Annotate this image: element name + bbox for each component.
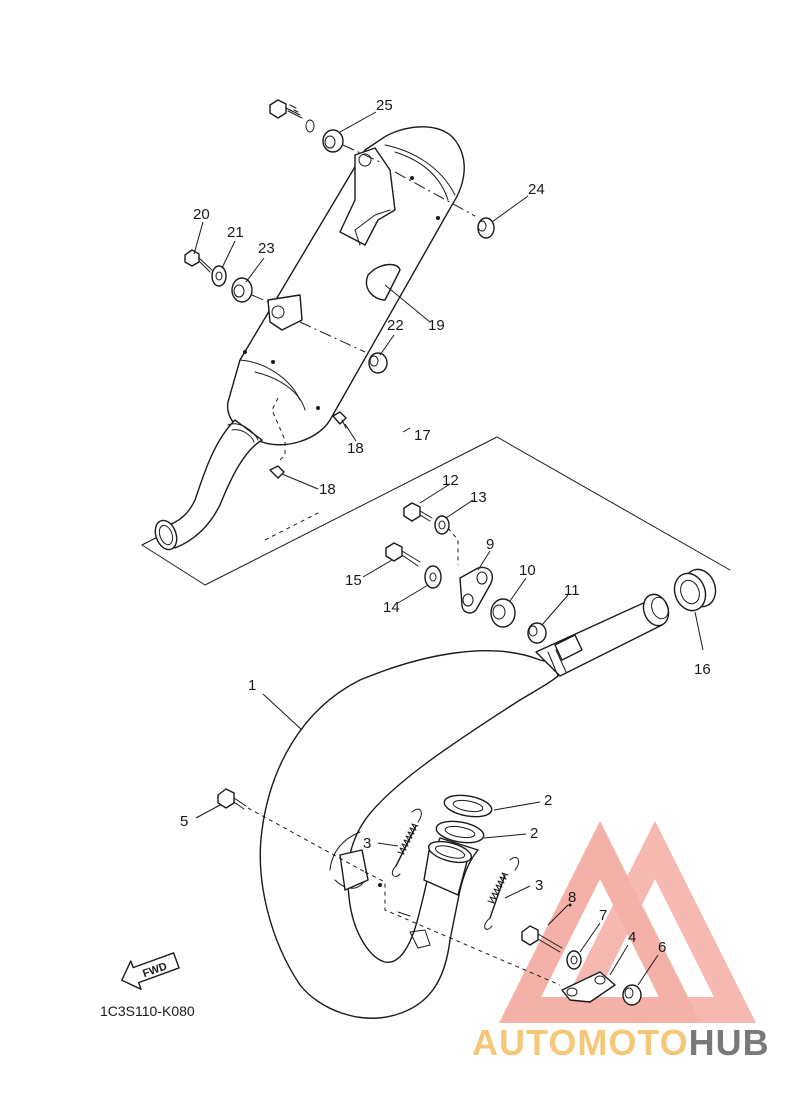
washer-7: [566, 950, 582, 970]
gasket-16: [673, 568, 717, 612]
callout-1: 1: [248, 677, 256, 694]
callout-21: 21: [227, 224, 244, 241]
leader-lines: [193, 111, 704, 986]
callout-20: 20: [193, 206, 210, 223]
callout-3b: 3: [535, 877, 543, 894]
spring-3a: [391, 808, 422, 877]
callout-5: 5: [180, 813, 188, 830]
callout-9: 9: [486, 536, 494, 553]
grommet-23: [231, 277, 253, 303]
collar-24: [477, 217, 495, 239]
callout-18b: 18: [319, 481, 336, 498]
callout-11: 11: [564, 582, 580, 599]
callout-7: 7: [599, 907, 607, 924]
spring-3b: [484, 857, 520, 930]
grommet-25: [322, 129, 344, 153]
bolt-15: [385, 542, 421, 567]
callout-2b: 2: [530, 825, 538, 842]
callout-18a: 18: [347, 440, 364, 457]
callout-24: 24: [528, 181, 545, 198]
washer-13: [434, 515, 450, 535]
washer-25: [305, 119, 315, 133]
callout-14: 14: [383, 599, 400, 616]
callout-4: 4: [628, 929, 636, 946]
callout-10: 10: [519, 562, 536, 579]
watermark-part2: HUB: [689, 1022, 770, 1063]
callout-2a: 2: [544, 792, 552, 809]
bolt-25: [269, 99, 303, 119]
grommet-10: [490, 598, 516, 628]
bracket-9: [459, 566, 494, 614]
screw-18a: [332, 411, 347, 429]
callout-labels: 1 2 2 3 3 4 5 6 7 8 9 10 11 12 13 14 15 …: [180, 97, 711, 956]
washer-21: [211, 265, 227, 287]
callout-12: 12: [442, 472, 459, 489]
bolt-12: [403, 502, 433, 522]
fwd-arrow-icon: FWD: [121, 952, 180, 990]
screw-18b: [269, 465, 285, 479]
callout-19: 19: [428, 317, 445, 334]
watermark-part1: AUTOMOTO: [472, 1022, 689, 1063]
watermark-logo: [498, 820, 757, 1023]
svg-text:AUTOMOTOHUB: AUTOMOTOHUB: [472, 1022, 770, 1063]
silencer: [154, 126, 465, 551]
collar-6: [622, 984, 642, 1006]
bolt-8: [521, 925, 563, 953]
callout-16: 16: [694, 661, 711, 678]
bracket-4: [561, 971, 616, 1003]
callout-15: 15: [345, 572, 362, 589]
bolt-20: [184, 249, 213, 273]
callout-23: 23: [258, 240, 275, 257]
exhaust-pipe: [259, 593, 670, 1019]
gasket-2b: [435, 820, 485, 844]
callout-8: 8: [568, 889, 576, 906]
callout-13: 13: [470, 489, 487, 506]
callout-22: 22: [387, 317, 404, 334]
watermark-text: AUTOMOTOHUB: [472, 1022, 770, 1063]
callout-17: 17: [414, 427, 431, 444]
callout-25: 25: [376, 97, 393, 114]
bolt-5: [217, 788, 247, 810]
callout-6: 6: [658, 939, 666, 956]
gasket-2a: [443, 794, 493, 818]
callout-3a: 3: [363, 835, 371, 852]
washer-14: [424, 565, 442, 589]
collar-22: [368, 352, 388, 374]
collar-11: [527, 622, 547, 644]
diagram-code: 1C3S110-K080: [100, 1003, 195, 1019]
